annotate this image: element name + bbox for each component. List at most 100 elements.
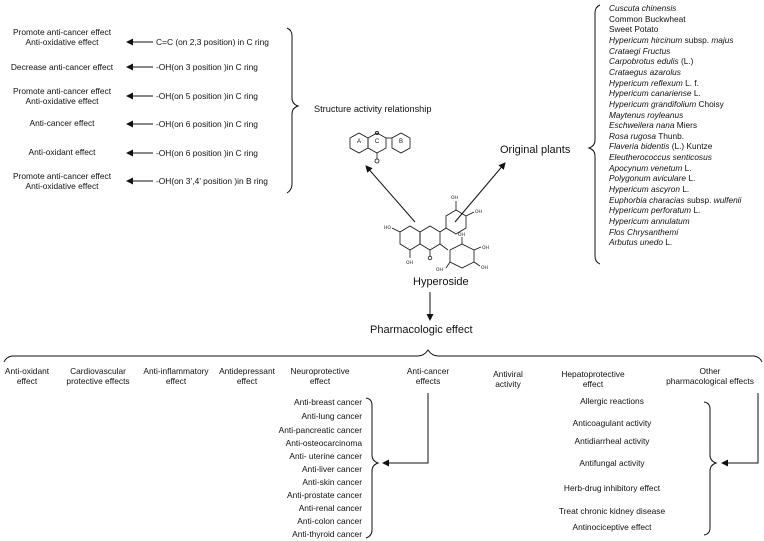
sar-structure-3: -OH(on 5 position )in C ring xyxy=(156,91,258,101)
sar-effect-2: Decrease anti-cancer effect xyxy=(10,62,114,72)
mol-oh-7: OH xyxy=(481,265,488,271)
plant-item: Hypericum canariense L. xyxy=(609,88,701,99)
hyperoside-molecule xyxy=(391,201,482,269)
plant-item: Flaveria bidentis (L.) Kuntze xyxy=(609,141,712,152)
plant-name-part: L. xyxy=(691,88,701,99)
plant-name-part: L. xyxy=(686,173,696,184)
sar-structure-1: C=C (on 2,3 position) in C ring xyxy=(156,37,269,47)
other-effect-item: Anticoagulant activity xyxy=(572,418,652,428)
plant-name-part: L. xyxy=(680,184,690,195)
pharm-cat-anticancer-l2: effects xyxy=(415,376,441,386)
plant-item: Hypericum hircinum subsp. majus xyxy=(609,35,734,46)
pharm-cat-hepato-l2: effect xyxy=(582,379,604,389)
sar-effect-4: Anti-cancer effect xyxy=(29,118,95,128)
plant-name-part: subsp. xyxy=(682,34,712,45)
plant-item: Hypericum ascyron L. xyxy=(609,184,689,195)
plant-name-part: L. f. xyxy=(682,77,699,88)
plants-brace xyxy=(587,4,601,265)
plant-name-part: Flos Chrysanthemi xyxy=(609,226,679,237)
ring-label-c: C xyxy=(374,139,380,145)
pharm-cat-cardio-l1: Cardiovascular xyxy=(70,366,126,376)
plant-name-part: majus xyxy=(711,34,734,45)
arrow-to-sar xyxy=(365,165,416,223)
plant-item: Crataegus azarolus xyxy=(609,67,681,78)
plants-header: Original plants xyxy=(500,144,571,156)
plant-item: Common Buckwheat xyxy=(609,14,686,25)
other-effect-item: Antifungal activity xyxy=(579,458,645,468)
plant-name-part: Cuscuta chinensis xyxy=(609,3,677,13)
mol-oh-2: OH xyxy=(475,209,482,215)
pharm-brace xyxy=(3,349,763,363)
sar-effect-1b: Anti-oxidative effect xyxy=(25,37,99,47)
plant-item: Rosa rugosa Thunb. xyxy=(609,131,684,142)
plant-item: Apocynum venetum L. xyxy=(609,163,692,174)
mol-oh-5: OH xyxy=(458,232,465,238)
plant-name-part: Maytenus royleanus xyxy=(609,109,684,120)
mol-oh-4: OH xyxy=(406,260,413,266)
plant-name-part: Choisy xyxy=(696,98,724,109)
plant-name-part: (L.) xyxy=(678,56,694,67)
ring-label-b: B xyxy=(398,139,403,145)
cancer-item: Anti-lung cancer xyxy=(301,411,362,421)
plant-name-part: Hypericum canariense xyxy=(609,88,692,99)
plant-item: Polygonum aviculare L. xyxy=(609,173,695,184)
plant-name-part: Miers xyxy=(674,120,698,131)
other-effect-item: Allergic reactions xyxy=(580,396,644,406)
plant-item: Euphorbia characias subsp. wulfenii xyxy=(609,195,741,206)
sar-effect-6a: Promote anti-cancer effect xyxy=(12,171,112,181)
cancer-item: Anti-colon cancer xyxy=(297,516,362,526)
other-effect-item: Antidiarrheal activity xyxy=(574,436,650,446)
plant-name-part: Hypericum hircinum xyxy=(609,34,683,45)
mol-oh-8: OH xyxy=(436,267,443,273)
plant-item: Hypericum annulatum xyxy=(609,216,690,227)
plant-item: Hypericum perforatum L. xyxy=(609,205,700,216)
plant-name-part: Eleutherococcus senticosus xyxy=(609,152,712,163)
other-effect-item: Treat chronic kidney disease xyxy=(558,506,666,516)
plant-item: Crataegi Fructus xyxy=(609,46,670,57)
plant-item: Cuscuta chinensis xyxy=(609,3,676,14)
pharm-cat-cardio-l2: protective effects xyxy=(66,376,130,386)
plant-name-part: subsp. xyxy=(684,194,714,205)
pharm-cat-neuro-l1: Neuroprotective xyxy=(290,366,350,376)
plant-name-part: Euphorbia characias xyxy=(609,194,685,205)
mol-oh-6: OH xyxy=(482,245,489,251)
pharm-cat-other-l1: Other xyxy=(699,366,721,376)
plant-name-part: Hypericum perforatum xyxy=(609,205,692,216)
plant-name-part: Sweet Potato xyxy=(609,24,659,35)
plant-item: Flos Chrysanthemi xyxy=(609,227,678,238)
cancer-item: Anti-renal cancer xyxy=(298,503,362,513)
mol-oh-1: OH xyxy=(451,195,458,201)
plant-name-part: Hypericum reflexum xyxy=(609,77,683,88)
plant-item: Maytenus royleanus xyxy=(609,110,683,121)
sar-structure-2: -OH(on 3 position )in C ring xyxy=(156,62,258,72)
sar-brace xyxy=(286,27,300,194)
cancer-item: Anti-prostate cancer xyxy=(287,490,362,500)
others-brace xyxy=(703,401,718,536)
pharm-cat-neuro-l2: effect xyxy=(309,376,331,386)
pharm-cat-antiinflam-l2: effect xyxy=(165,376,187,386)
others-arrow xyxy=(721,393,759,467)
plant-name-part: Crataegus azarolus xyxy=(609,66,681,77)
plant-name-part: Arbutus unedo xyxy=(609,237,663,248)
ring-label-a: A xyxy=(356,139,361,145)
sar-effect-5: Anti-oxidant effect xyxy=(28,147,96,157)
plant-item: Hypericum reflexum L. f. xyxy=(609,78,699,89)
plant-name-part: Carpobrotus edulis xyxy=(609,56,679,67)
cancer-item: Anti-liver cancer xyxy=(301,464,362,474)
cancer-item: Anti-thyroid cancer xyxy=(292,529,362,539)
sar-effect-3a: Promote anti-cancer effect xyxy=(12,86,112,96)
plant-name-part: Common Buckwheat xyxy=(609,13,686,24)
plant-name-part: Crataegi Fructus xyxy=(609,45,671,56)
plant-name-part: Eschweilera nana xyxy=(609,120,675,131)
plant-name-part: Hypericum annulatum xyxy=(609,216,690,226)
cancer-item: Anti- uterine cancer xyxy=(289,451,362,461)
mol-oh-3: HO xyxy=(384,225,391,231)
cancer-brace xyxy=(365,397,380,539)
plant-name-part: L. xyxy=(662,237,673,248)
pharm-cat-antioxidant-l1: Anti-oxidant xyxy=(4,366,50,376)
sar-header: Structure activity relationship xyxy=(314,104,432,114)
plant-name-part: Polygonum aviculare xyxy=(609,173,687,184)
pharm-cat-antioxidant-l2: effect xyxy=(16,376,38,386)
flavone-skeleton xyxy=(349,130,411,164)
sar-effect-1a: Promote anti-cancer effect xyxy=(12,27,112,37)
